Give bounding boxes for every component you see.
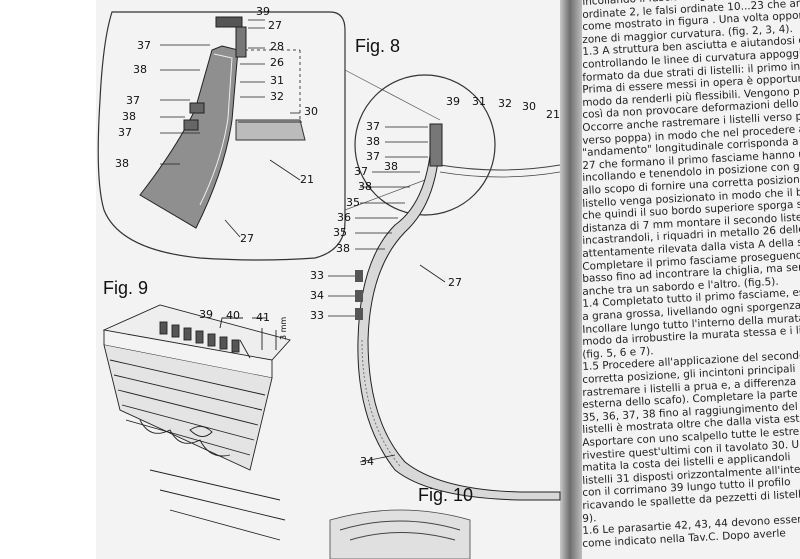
- fig8-label: 38: [115, 157, 129, 170]
- fig10-label: 35: [346, 196, 360, 209]
- fig10-label: 32: [498, 97, 512, 110]
- fig10-label: 39: [446, 95, 460, 108]
- book-gutter: [560, 0, 582, 559]
- fig10-label: 35: [333, 226, 347, 239]
- fig8-label: 38: [122, 110, 136, 123]
- fig8-label: 30: [304, 105, 318, 118]
- fig8-label: 39: [256, 5, 270, 18]
- fig10-label: 38: [358, 180, 372, 193]
- fig8-label: 37: [126, 94, 140, 107]
- fig10-caption: Fig. 10: [418, 485, 474, 505]
- fig10-label: 33: [310, 269, 324, 282]
- fig10-label: 37: [354, 165, 368, 178]
- fig8-inset-frame: [97, 11, 346, 261]
- fig8-label: 37: [137, 39, 151, 52]
- fig8-label: 27: [240, 232, 254, 245]
- fig8-label: 21: [300, 173, 314, 186]
- fig9-label: 39: [199, 308, 213, 321]
- fig10-label: 38: [366, 135, 380, 148]
- fig9-label: 41: [256, 311, 270, 324]
- fig10-label: 31: [472, 95, 486, 108]
- fig8-label: 31: [270, 74, 284, 87]
- fig10-label: 27: [448, 276, 462, 289]
- fig10-label: 21: [546, 108, 560, 121]
- fig8-label: 38: [133, 63, 147, 76]
- fig10-label: 30: [522, 100, 536, 113]
- fig10-label: 33: [310, 309, 324, 322]
- technical-drawing: [97, 11, 561, 559]
- fig9-deck-drawing: [102, 304, 291, 541]
- fig10-label: 38: [336, 242, 350, 255]
- instructions-text-column: incollando il fasciame già posto in oper…: [582, 0, 800, 559]
- fig10-label: 34: [310, 289, 324, 302]
- fig10-label: 37: [366, 120, 380, 133]
- fig8-label: 37: [118, 126, 132, 139]
- fig10-label: 36: [337, 211, 351, 224]
- text-line: 9).: [582, 511, 597, 525]
- fig8-hull-section: [139, 45, 239, 229]
- fig8-label: 26: [270, 56, 284, 69]
- fig10-hull-curve: [357, 129, 561, 501]
- fig9-label: 40: [226, 309, 240, 322]
- fig9-caption: Fig. 9: [103, 278, 149, 298]
- fig9-label: 3 mm: [279, 316, 288, 340]
- fig8-label: 27: [268, 19, 282, 32]
- fig10-label: 34: [360, 455, 374, 468]
- fig10-label: 37: [366, 150, 380, 163]
- fig8-label: 28: [270, 40, 284, 53]
- fig8-caption: Fig. 8: [355, 36, 401, 56]
- fig8-label: 32: [270, 90, 284, 103]
- fig10-label: 38: [384, 160, 398, 173]
